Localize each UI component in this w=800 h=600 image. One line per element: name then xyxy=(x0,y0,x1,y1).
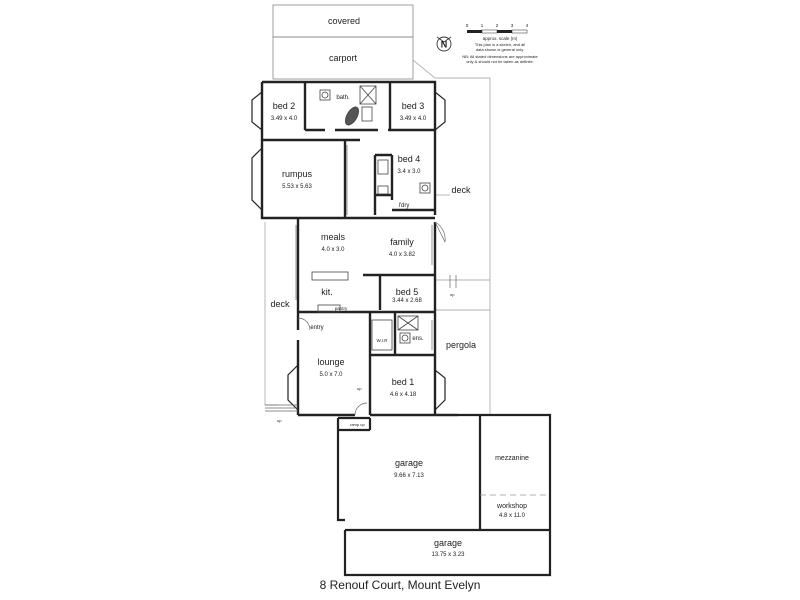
meals-dim: 4.0 x 3.0 xyxy=(321,247,345,253)
scale-title: approx. scale (m) xyxy=(483,36,518,41)
scale-tick-1: 1 xyxy=(481,23,484,28)
entry-label: entry xyxy=(310,325,323,331)
workshop-label: workshop xyxy=(496,503,527,510)
scale-tick-0: 0 xyxy=(466,23,469,28)
pergola-label: pergola xyxy=(446,340,476,350)
wir-label: W.I.R xyxy=(377,338,389,343)
up-label-east: up xyxy=(450,292,455,297)
bed4-dim: 3.4 x 3.0 xyxy=(397,169,421,175)
bay-windows xyxy=(251,91,446,416)
scale-bar: 0 1 2 3 4 approx. scale (m) This plan is… xyxy=(462,23,538,64)
house-walls xyxy=(260,80,458,417)
mezzanine-label: mezzanine xyxy=(495,455,529,462)
pantry-label: pantry xyxy=(335,306,348,311)
up-label-lounge: up xyxy=(357,386,362,391)
covered-label: covered xyxy=(328,16,360,26)
garage-main-dim: 9.66 x 7.13 xyxy=(394,473,424,479)
bed4-label: bed 4 xyxy=(398,154,421,164)
garage-main-label: garage xyxy=(395,458,423,468)
ramp-up-label: ramp up xyxy=(350,422,365,427)
family-label: family xyxy=(390,237,414,247)
garage-lower-label: garage xyxy=(434,538,462,548)
carport-label: carport xyxy=(329,53,358,63)
fixtures xyxy=(311,85,431,351)
scale-tick-2: 2 xyxy=(496,23,499,28)
lounge-label: lounge xyxy=(317,357,344,367)
scale-note-3: NB: All stated dimensions are approximat… xyxy=(462,54,538,59)
scale-note-2: data shown is general only. xyxy=(476,47,524,52)
bed1-dim: 4.6 x 4.18 xyxy=(390,392,417,398)
family-dim: 4.0 x 3.82 xyxy=(389,252,416,258)
bath-label: bath. xyxy=(336,95,350,101)
north-arrow-icon: N xyxy=(436,36,452,52)
bed3-label: bed 3 xyxy=(402,101,425,111)
doors xyxy=(295,145,446,416)
ens-label: ens. xyxy=(412,336,424,342)
scale-note-1: This plan is a sketch, and all xyxy=(475,42,525,47)
bed3-dim: 3.49 x 4.0 xyxy=(400,116,427,122)
deck-west-label: deck xyxy=(270,299,290,309)
up-label-west: up xyxy=(277,418,282,423)
garage-lower-dim: 13.75 x 3.23 xyxy=(431,552,465,558)
ldry-label: l'dry xyxy=(399,203,410,209)
carport-structure xyxy=(272,4,414,80)
scale-tick-4: 4 xyxy=(526,23,529,28)
bed1-label: bed 1 xyxy=(392,377,415,387)
workshop-dim: 4.8 x 11.0 xyxy=(499,513,526,519)
rumpus-label: rumpus xyxy=(282,169,313,179)
lounge-dim: 5.0 x 7.0 xyxy=(319,372,343,378)
kit-label: kit. xyxy=(321,287,333,297)
rumpus-dim: 5.53 x 5.63 xyxy=(282,184,312,190)
scale-note-4: only & should not be taken as definite. xyxy=(466,59,534,64)
bed2-dim: 3.49 x 4.0 xyxy=(271,116,298,122)
garage-walls xyxy=(336,413,552,577)
scale-tick-3: 3 xyxy=(511,23,514,28)
bed5-dim: 3.44 x 2.68 xyxy=(392,298,422,304)
steps xyxy=(265,275,457,412)
bed5-label: bed 5 xyxy=(396,287,419,297)
bed2-label: bed 2 xyxy=(273,101,296,111)
north-label: N xyxy=(441,40,448,50)
meals-label: meals xyxy=(321,232,346,242)
address-caption: 8 Renouf Court, Mount Evelyn xyxy=(319,578,481,592)
deck-east-label: deck xyxy=(451,185,471,195)
